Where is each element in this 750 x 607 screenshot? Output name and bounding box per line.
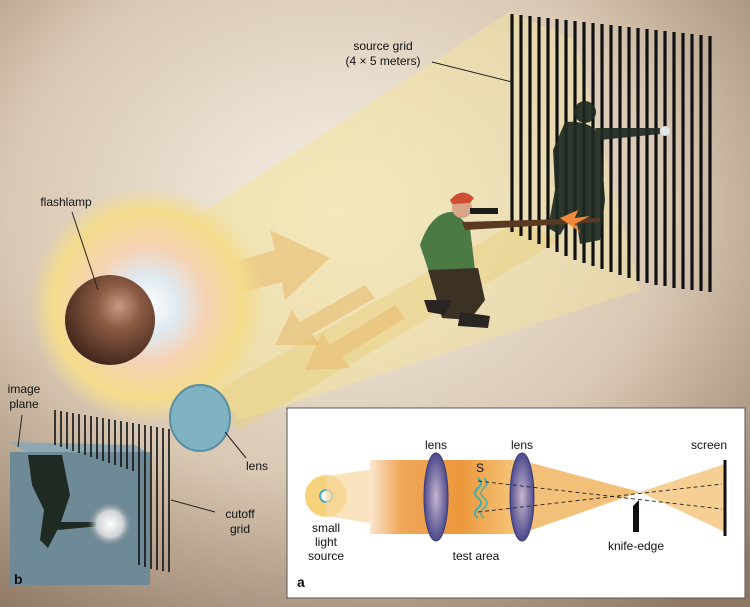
cutoff-grid-label-line2: grid bbox=[230, 522, 250, 536]
leader-lens bbox=[224, 431, 247, 459]
leader-cutoff-grid bbox=[170, 499, 216, 513]
lens-a-2 bbox=[509, 452, 535, 542]
shooter-silhouette bbox=[548, 101, 660, 244]
schlieren-object-2 bbox=[480, 477, 488, 519]
lens-a-1 bbox=[423, 452, 449, 542]
muzzle-flash bbox=[560, 210, 590, 232]
leader-source-grid bbox=[431, 61, 513, 83]
lens-a-1-label: lens bbox=[425, 438, 447, 452]
panel-b-letter: b bbox=[14, 571, 23, 587]
light-source-label-line3: source bbox=[308, 549, 344, 563]
image-plane-label-line1: image bbox=[8, 382, 41, 396]
knife-edge-label: knife-edge bbox=[608, 539, 664, 553]
light-beam-upper bbox=[145, 12, 640, 420]
light-source-label-line1: small bbox=[312, 521, 340, 535]
schlieren-object bbox=[474, 477, 482, 519]
source-grid-label-line2: (4 × 5 meters) bbox=[345, 54, 420, 68]
shooter-figure bbox=[420, 192, 600, 328]
cutoff-grid bbox=[54, 410, 170, 572]
light-source-label-line2: light bbox=[315, 535, 338, 549]
lens-b-label: lens bbox=[246, 459, 268, 473]
image-hotspot bbox=[88, 502, 132, 546]
lens-a-2-label: lens bbox=[511, 438, 533, 452]
knife-edge bbox=[633, 500, 639, 532]
cutoff-grid-label-line1: cutoff bbox=[225, 507, 255, 521]
converging-beam bbox=[520, 460, 640, 534]
beam-arrow-back-2 bbox=[305, 305, 405, 370]
deflected-ray-1 bbox=[477, 480, 723, 510]
source-grid-label-line1: source grid bbox=[353, 39, 412, 53]
image-plane-label-line2: plane bbox=[9, 397, 39, 411]
leader-image-plane bbox=[17, 414, 23, 448]
test-area-label: test area bbox=[453, 549, 500, 563]
expanding-beam bbox=[640, 464, 725, 532]
s-label: S bbox=[476, 461, 484, 475]
lens-b bbox=[169, 384, 231, 452]
muzzle-flash-shadow bbox=[660, 126, 670, 136]
flashlamp-label: flashlamp bbox=[40, 195, 92, 209]
screen-label: screen bbox=[691, 438, 727, 452]
flashlamp-sphere bbox=[65, 275, 155, 365]
deflected-ray-2 bbox=[477, 483, 723, 513]
panel-a-letter: a bbox=[297, 574, 305, 590]
source-grid bbox=[510, 14, 712, 292]
leader-flashlamp bbox=[71, 211, 99, 291]
beam-arrow-back-1 bbox=[275, 285, 375, 345]
